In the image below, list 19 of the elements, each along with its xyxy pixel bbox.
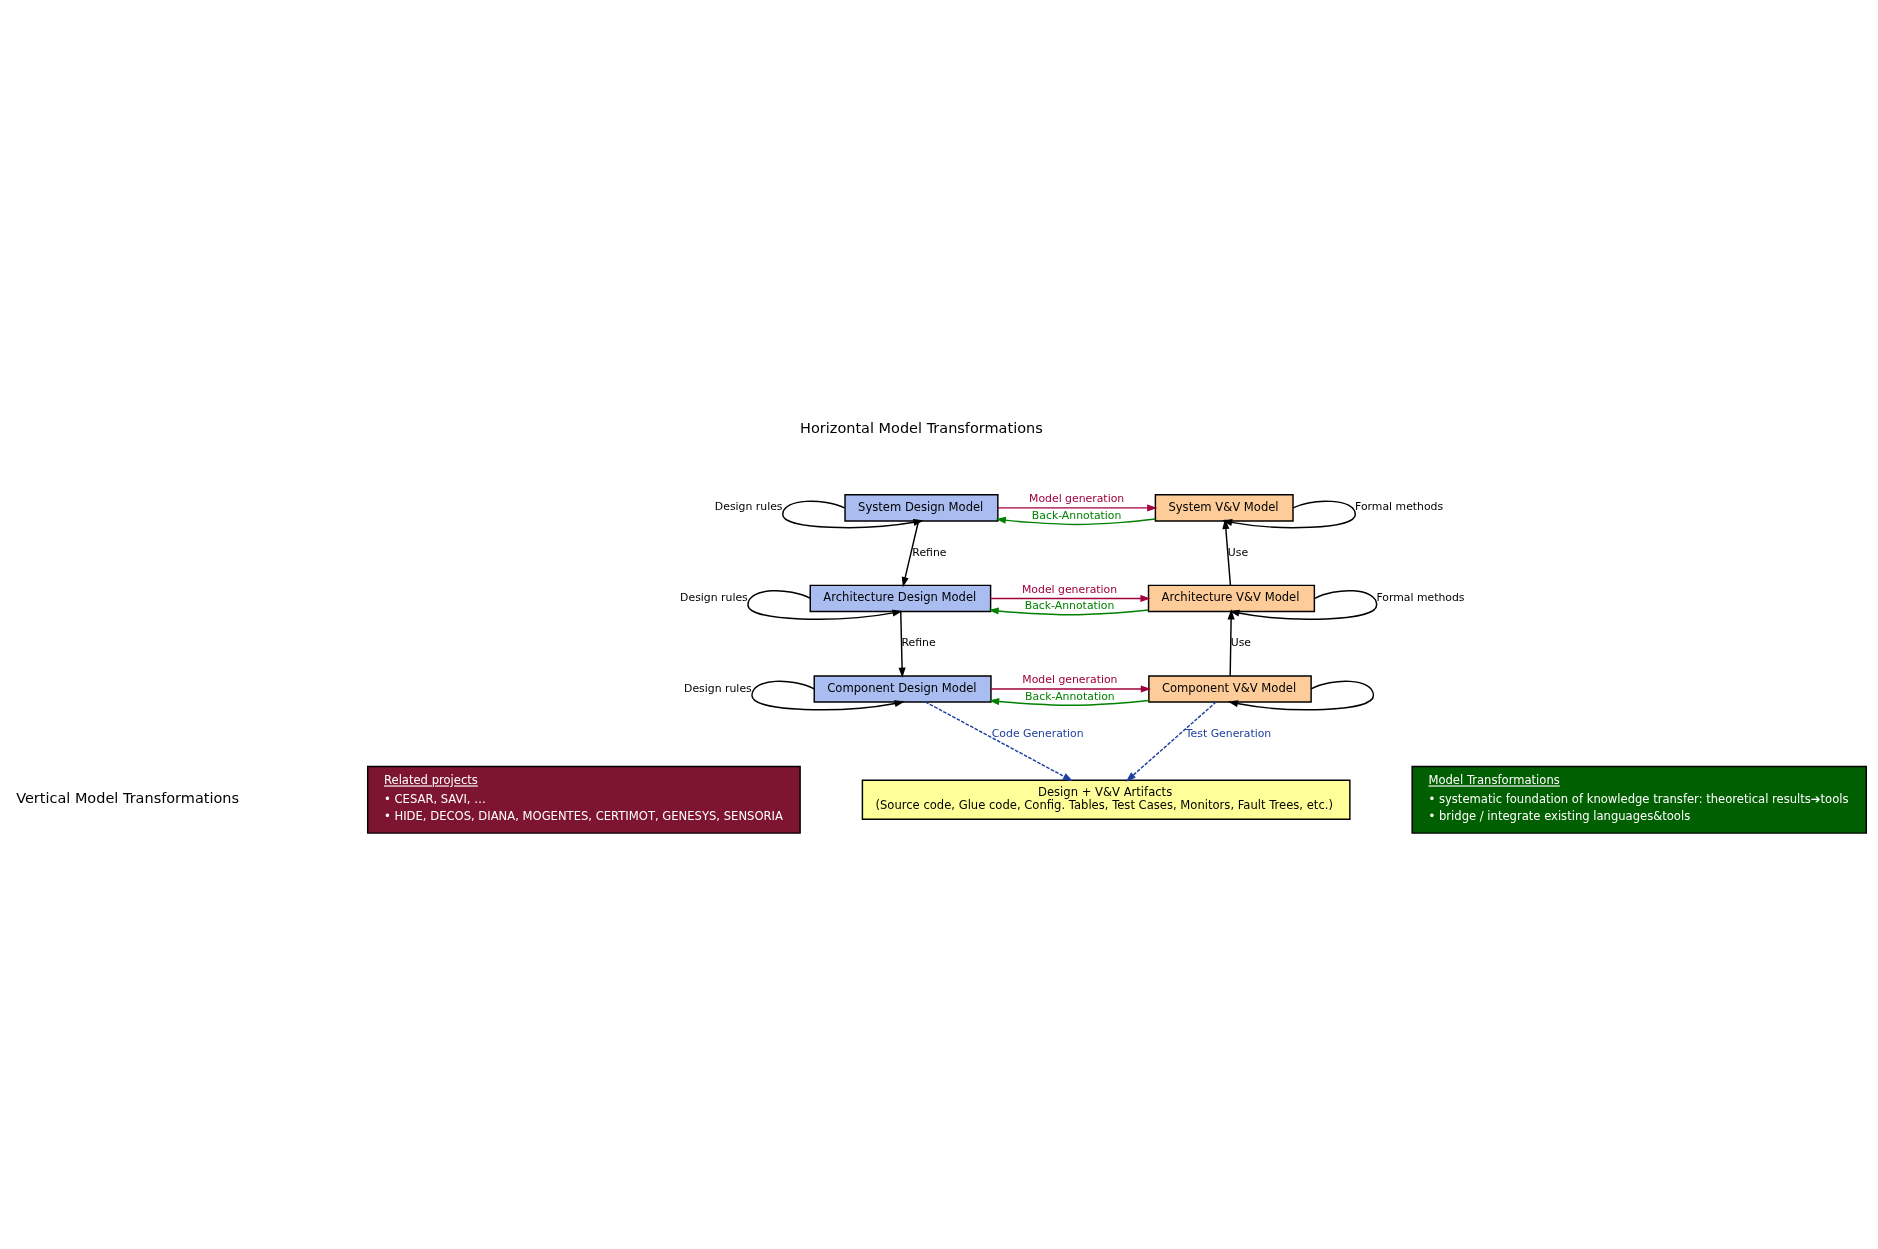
edge-label: Back-Annotation (1031, 508, 1122, 522)
edge-label: Formal methods (1355, 500, 1444, 514)
edge-label: Refine (901, 636, 936, 650)
edge-label: Test Generation (1185, 726, 1272, 740)
edge-label: Design rules (714, 500, 783, 514)
edge-label: Design rules (680, 590, 748, 604)
edge-label: Refine (912, 545, 947, 559)
edge-label: Model generation (1022, 673, 1118, 687)
label: Vertical Model Transformations (16, 790, 240, 807)
edge-label: Formal methods (1376, 590, 1465, 604)
edge-label: Model generation (1029, 492, 1125, 506)
label: Horizontal Model Transformations (800, 419, 1043, 436)
edge-label: Back-Annotation (1025, 689, 1115, 703)
edge-label: Design rules (684, 681, 752, 695)
edge-label: Back-Annotation (1024, 599, 1115, 613)
edge-label: Model generation (1022, 582, 1118, 596)
edge-label: Use (1227, 545, 1249, 559)
edge-label: Use (1230, 636, 1252, 650)
edge-label: Code Generation (991, 726, 1084, 740)
